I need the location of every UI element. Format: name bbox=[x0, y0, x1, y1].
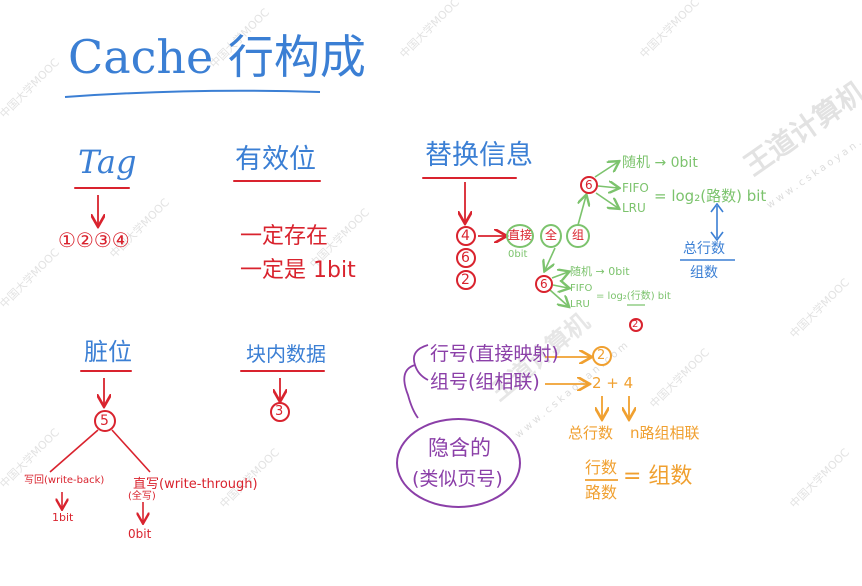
replacement-num-circle bbox=[456, 270, 476, 290]
line-num-circle bbox=[592, 346, 612, 366]
replacement-label: 替换信息 bbox=[425, 140, 533, 171]
block-num-circle bbox=[270, 402, 290, 422]
replacement-num-circle bbox=[456, 248, 476, 268]
direct-bits: 0bit bbox=[508, 249, 528, 260]
line-no-label: 行号(直接映射) bbox=[430, 343, 559, 365]
upper-lru: LRU bbox=[622, 201, 646, 215]
replacement-underline bbox=[422, 177, 517, 179]
upper-random-arrow bbox=[594, 162, 618, 178]
lower-bottom-num: 2 bbox=[632, 319, 639, 330]
tag-underline bbox=[74, 187, 130, 189]
upper-num-circle bbox=[580, 176, 598, 194]
dirty-bit-underline bbox=[80, 370, 132, 372]
direct-circle bbox=[506, 224, 534, 248]
write-through-label: 直写(write-through) bbox=[133, 477, 258, 492]
lower-num: 6 bbox=[540, 277, 548, 291]
write-through-sub: (全写) bbox=[128, 491, 156, 502]
tag-label: Tag bbox=[78, 143, 137, 181]
full-circle bbox=[540, 224, 562, 248]
upper-fifo: FIFO bbox=[622, 181, 649, 195]
valid-bit-label: 有效位 bbox=[235, 144, 316, 175]
set-label: 组 bbox=[572, 228, 585, 242]
total-lines-orange: 总行数 bbox=[568, 424, 614, 442]
valid-bit-underline bbox=[233, 180, 321, 182]
frac-top: 行数 bbox=[585, 458, 618, 477]
upper-random: 随机 → 0bit bbox=[622, 155, 698, 171]
frac-bottom: 路数 bbox=[585, 483, 618, 502]
lower-fifo-arrow bbox=[552, 285, 568, 288]
write-back-bits: 1bit bbox=[52, 511, 74, 524]
valid-bit-line1: 一定存在 bbox=[240, 224, 329, 249]
dirty-left-branch bbox=[49, 429, 99, 473]
full-label: 全 bbox=[545, 228, 558, 242]
groups-label: 组数 bbox=[690, 265, 718, 281]
replacement-num: 4 bbox=[461, 228, 470, 244]
set-circle bbox=[566, 224, 590, 248]
replacement-num: 2 bbox=[461, 272, 470, 288]
lower-fifo: FIFO bbox=[570, 283, 593, 294]
hidden-brace bbox=[403, 344, 429, 419]
dirty-bit-label: 脏位 bbox=[84, 338, 132, 366]
lower-num-circle bbox=[535, 275, 553, 293]
dirty-right-branch bbox=[111, 429, 151, 473]
write-through-bits: 0bit bbox=[128, 527, 152, 541]
set-num: 2 + 4 bbox=[592, 374, 634, 392]
set-no-label: 组号(组相联) bbox=[430, 371, 540, 393]
hidden-circle bbox=[396, 418, 521, 508]
page-title: Cache 行构成 bbox=[68, 30, 366, 84]
dirty-num: 5 bbox=[100, 413, 109, 429]
block-num: 3 bbox=[275, 404, 284, 419]
upper-num: 6 bbox=[585, 178, 593, 192]
tag-items: ①②③④ bbox=[58, 228, 130, 252]
write-back-label: 写回(write-back) bbox=[24, 475, 105, 486]
lower-random: 随机 → 0bit bbox=[570, 265, 630, 278]
upper-fifo-arrow bbox=[597, 186, 618, 188]
replacement-num-circle bbox=[456, 226, 476, 246]
valid-bit-line2: 一定是 1bit bbox=[240, 258, 356, 283]
direct-label: 直接 bbox=[508, 228, 533, 242]
n-way-label: n路组相联 bbox=[630, 424, 700, 442]
title-underline bbox=[64, 89, 321, 98]
lower-formula: = log₂(行数) bit bbox=[596, 291, 671, 302]
lower-random-arrow bbox=[551, 272, 568, 278]
upper-formula: = log₂(路数) bit bbox=[654, 187, 767, 205]
lower-lru: LRU bbox=[570, 299, 590, 310]
frac-result: = 组数 bbox=[623, 464, 693, 489]
hidden-text-2: (类似页号) bbox=[412, 468, 503, 490]
set-upper-arrow bbox=[577, 196, 586, 226]
lower-bottom-circle bbox=[629, 318, 643, 332]
block-data-underline bbox=[240, 370, 325, 372]
set-lower-arrow bbox=[545, 247, 556, 270]
lower-lru-arrow bbox=[549, 289, 568, 306]
replacement-num: 6 bbox=[461, 250, 470, 266]
upper-lru-arrow bbox=[595, 192, 618, 208]
hidden-text-1: 隐含的 bbox=[428, 436, 491, 460]
dirty-num-circle bbox=[94, 410, 116, 432]
line-num: 2 bbox=[597, 348, 606, 363]
total-lines-label: 总行数 bbox=[683, 241, 725, 257]
block-data-label: 块内数据 bbox=[246, 342, 326, 366]
